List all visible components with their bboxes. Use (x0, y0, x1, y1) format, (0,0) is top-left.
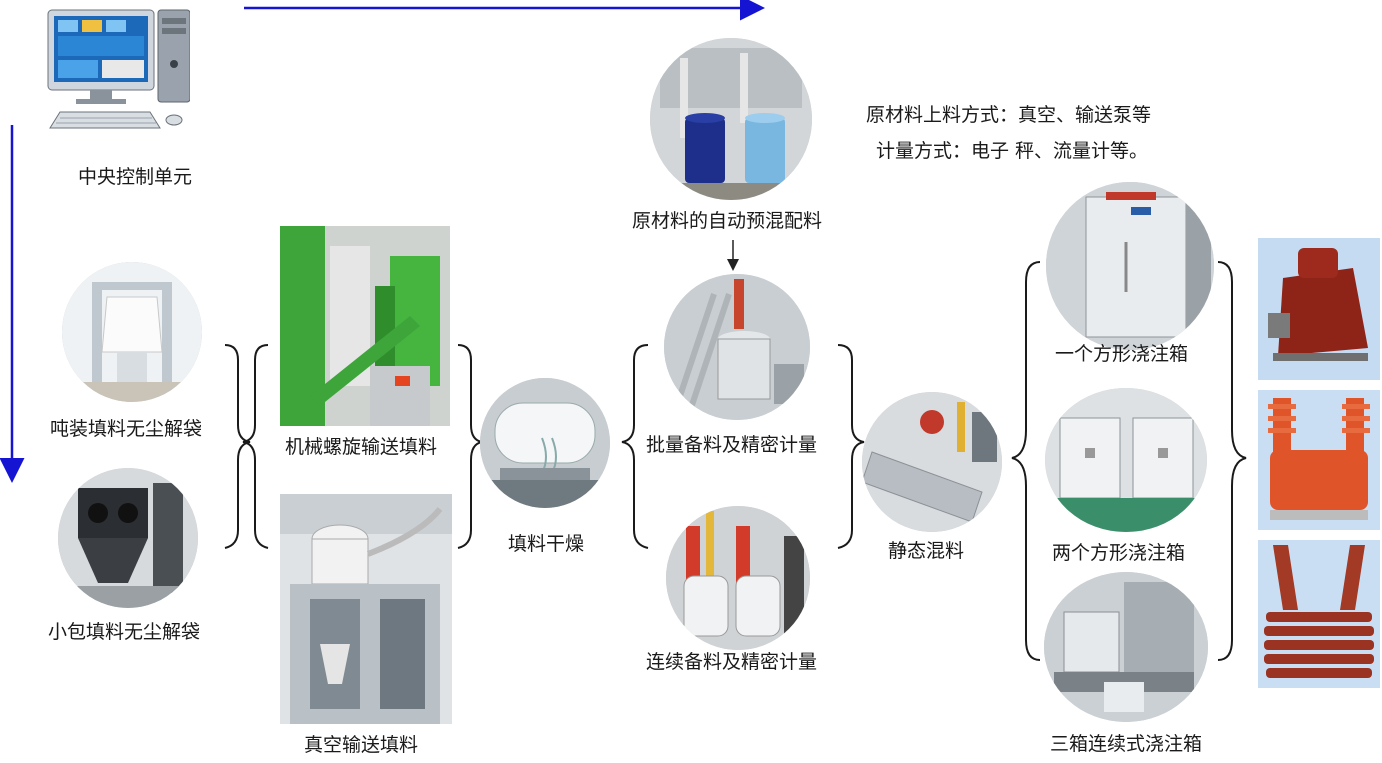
small-bag-label: 小包填料无尘解袋 (48, 621, 201, 643)
auto-premix-label: 原材料的自动预混配料 (632, 210, 823, 232)
screw-conveyor-photo (280, 226, 450, 426)
static-mixing-photo (862, 392, 1002, 532)
three-continuous-tank-photo (1044, 572, 1208, 722)
vacuum-conveying-label: 真空输送填料 (304, 734, 419, 756)
feeding-method-note: 原材料上料方式：真空、输送泵等 (866, 104, 1152, 126)
batch-metering-label: 批量备料及精密计量 (646, 434, 818, 456)
product-photo-2 (1258, 390, 1380, 530)
two-square-tank-label: 两个方形浇注箱 (1052, 542, 1186, 564)
ton-bag-photo (62, 262, 202, 402)
continuous-metering-photo (666, 506, 810, 650)
brace-4-left (621, 344, 649, 549)
one-square-tank-label: 一个方形浇注箱 (1055, 343, 1189, 365)
metering-method-note: 计量方式：电子 秤、流量计等。 (876, 140, 1149, 162)
screw-conveying-label: 机械螺旋输送填料 (285, 436, 438, 458)
filler-drying-label: 填料干燥 (508, 533, 585, 555)
three-continuous-tank-label: 三箱连续式浇注箱 (1050, 733, 1203, 755)
batch-metering-photo (664, 274, 810, 420)
auto-premix-photo (650, 38, 812, 200)
brace-2-left (242, 344, 269, 549)
product-photo-1 (1258, 238, 1380, 380)
brace-5-right (837, 344, 865, 549)
static-mixing-label: 静态混料 (888, 540, 965, 562)
computer-icon (40, 4, 190, 134)
brace-1-right (224, 344, 251, 549)
vacuum-conveyor-photo (280, 494, 452, 724)
brace-6-left (1011, 261, 1041, 661)
one-square-tank-photo (1046, 182, 1214, 350)
product-photo-3 (1258, 540, 1380, 688)
filler-drying-photo (480, 378, 610, 508)
brace-3-right (457, 344, 483, 549)
small-bag-photo (58, 468, 198, 608)
central-control-label: 中央控制单元 (78, 166, 193, 188)
two-square-tank-photo (1045, 388, 1207, 532)
brace-7-right (1217, 261, 1247, 661)
continuous-metering-label: 连续备料及精密计量 (646, 651, 818, 673)
ton-bag-label: 吨装填料无尘解袋 (50, 418, 203, 440)
